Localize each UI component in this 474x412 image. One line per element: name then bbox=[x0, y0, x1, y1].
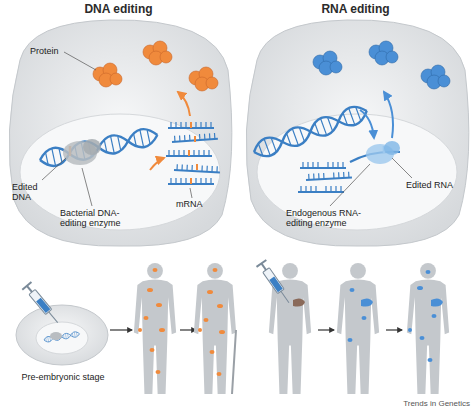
journal-credit: Trends in Genetics bbox=[380, 400, 470, 409]
part-label: Bacterial DNA-editing enzyme bbox=[60, 208, 144, 228]
part-label: Pre-embryonic stage bbox=[8, 372, 118, 382]
panel: RNA editing bbox=[237, 2, 474, 20]
panel-heading: RNA editing bbox=[237, 2, 474, 16]
part-label: Endogenous RNA-editing enzyme bbox=[286, 208, 376, 228]
part-label: Protein bbox=[30, 46, 64, 56]
part-label: Edited RNA bbox=[406, 180, 456, 190]
part-label: mRNA bbox=[176, 199, 210, 209]
panel-heading: DNA editing bbox=[0, 2, 237, 16]
panel: DNA editing bbox=[0, 2, 237, 20]
part-label: Edited DNA bbox=[12, 182, 52, 202]
